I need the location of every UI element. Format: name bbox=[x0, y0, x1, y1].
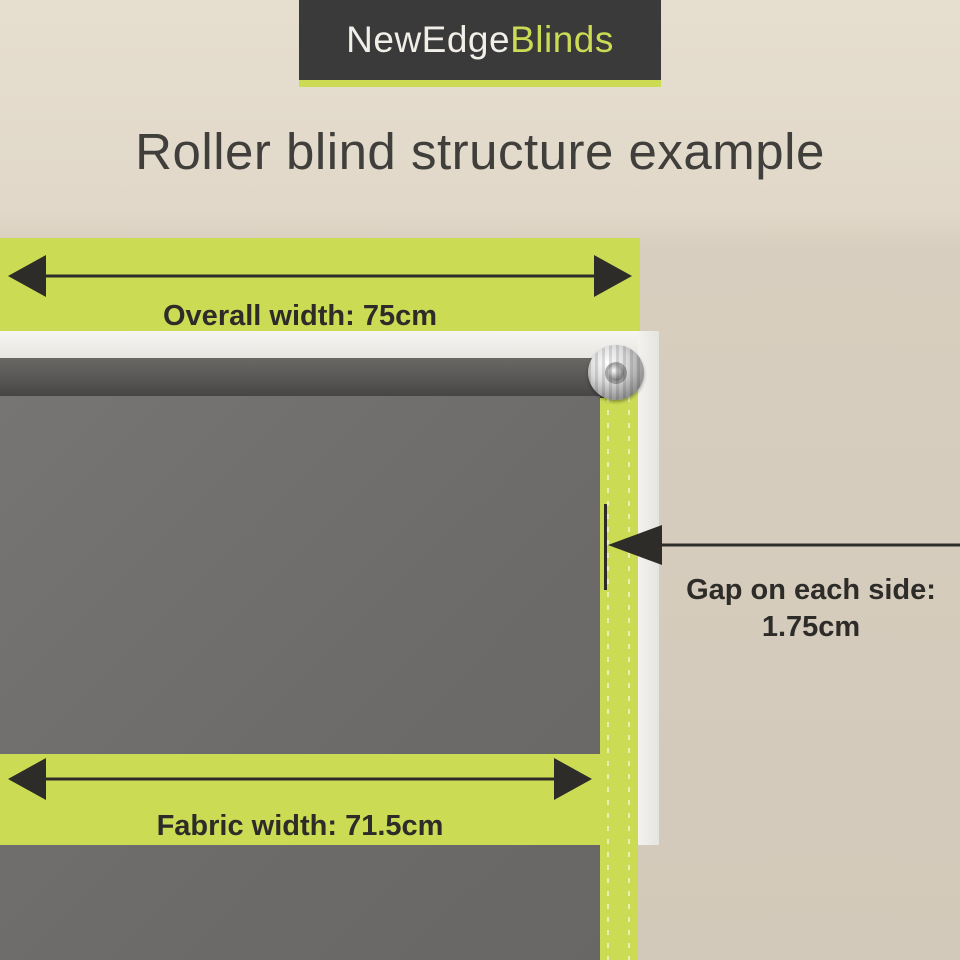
fabric-width-label: Fabric width: 71.5cm bbox=[156, 810, 444, 842]
overall-width-label: Overall width: 75cm bbox=[163, 300, 437, 332]
end-cap-pin bbox=[608, 364, 624, 381]
logo-blinds: Blinds bbox=[510, 19, 614, 60]
logo-newedge: NewEdge bbox=[346, 19, 511, 60]
roller-end-cap bbox=[588, 345, 644, 400]
bracket-strip bbox=[638, 331, 659, 845]
page-title: Roller blind structure example bbox=[135, 123, 825, 180]
double-arrow-icon bbox=[8, 255, 632, 297]
stitch-line bbox=[607, 358, 609, 960]
headrail-bar bbox=[0, 331, 658, 358]
double-arrow-icon bbox=[8, 758, 592, 800]
overall-width-band: Overall width: 75cm bbox=[0, 238, 640, 332]
left-arrow-icon bbox=[608, 525, 960, 565]
gap-label: Gap on each side: 1.75cm bbox=[662, 572, 960, 646]
gap-label-line1: Gap on each side: bbox=[686, 574, 936, 606]
gap-label-line2: 1.75cm bbox=[761, 611, 861, 643]
side-gap-strip bbox=[600, 358, 638, 960]
blind-fabric bbox=[0, 396, 600, 960]
stitch-line bbox=[628, 358, 630, 960]
roller-tube bbox=[0, 358, 604, 398]
logo-banner: NewEdgeBlinds bbox=[299, 0, 661, 87]
logo-text: NewEdgeBlinds bbox=[346, 19, 614, 61]
gap-measure-tick bbox=[604, 504, 607, 590]
fabric-width-band: Fabric width: 71.5cm bbox=[0, 754, 600, 845]
